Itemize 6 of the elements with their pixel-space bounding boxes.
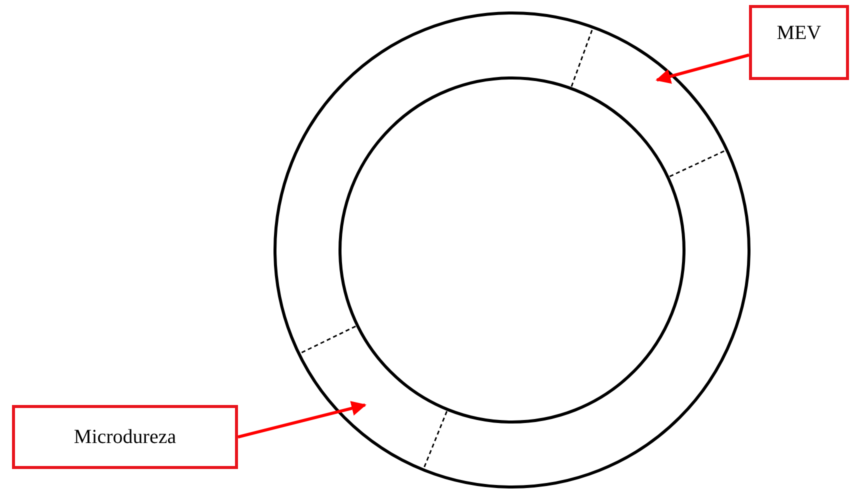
ring-sector — [300, 326, 448, 468]
ring-sector — [570, 28, 726, 178]
label-text: MEV — [776, 22, 822, 45]
arrow — [656, 54, 750, 84]
arrow — [238, 401, 366, 438]
label-text: Microdureza — [74, 426, 176, 448]
